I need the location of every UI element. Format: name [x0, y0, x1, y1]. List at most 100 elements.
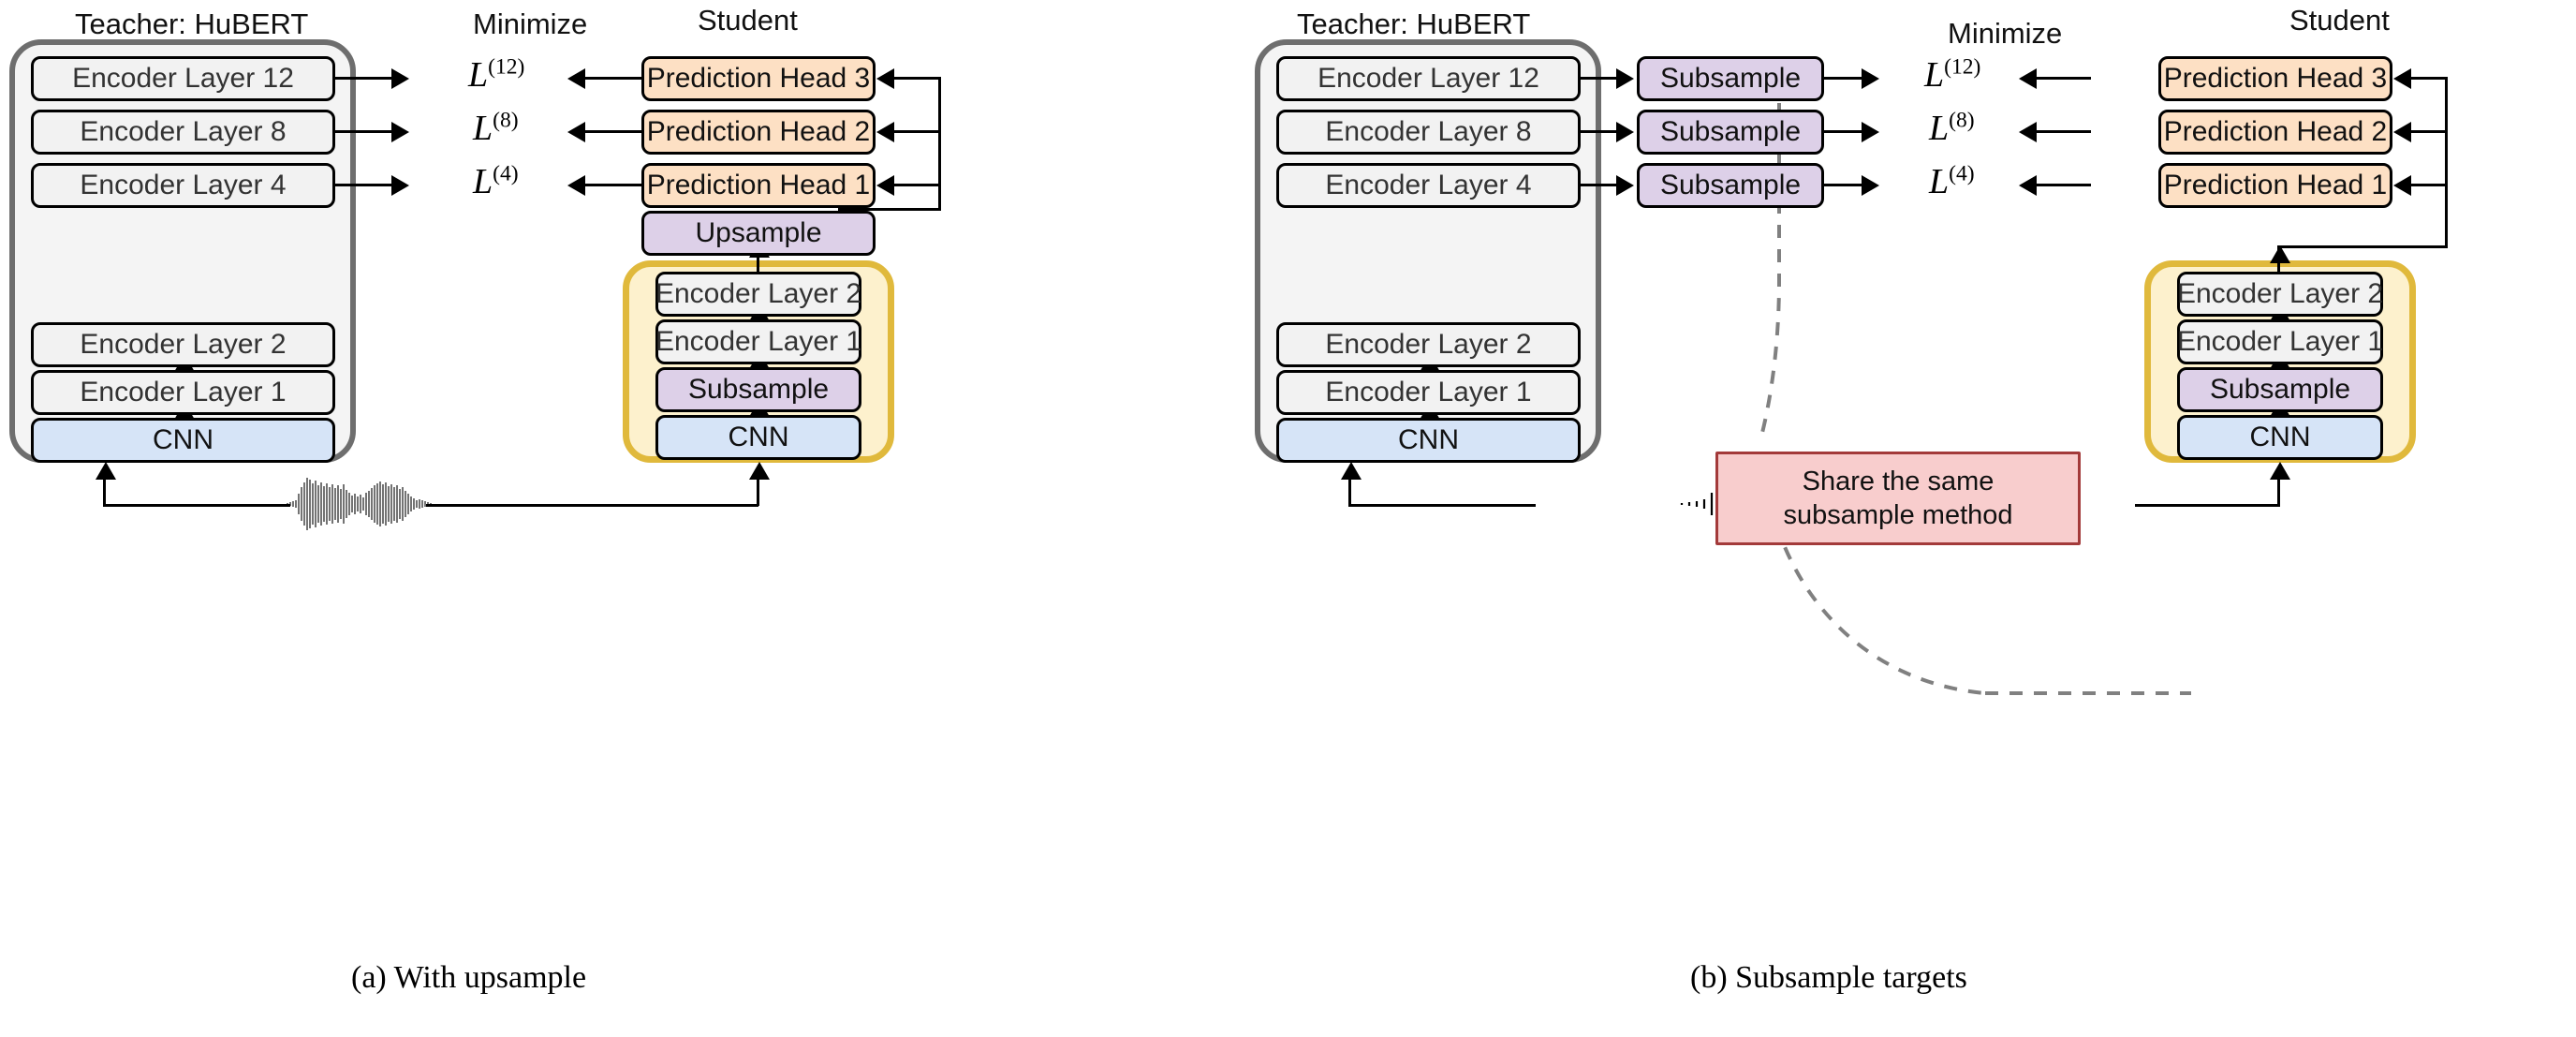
panel-b-loss-12: L(12) — [1924, 54, 1980, 96]
panel-b-loss-4-base: L — [1929, 162, 1950, 201]
panel-b-loss-4-sup: (4) — [1949, 161, 1975, 186]
panel-b-input-line-right — [2135, 504, 2280, 507]
panel-b-input-arrow-right — [2270, 462, 2290, 480]
panel-a-head-arrow-head-1 — [567, 175, 585, 196]
panel-a-feedback-top — [838, 208, 941, 211]
panel-b-head-arrow-line-1 — [2037, 184, 2091, 186]
panel-b-student-arrow-stem-up — [2277, 260, 2280, 277]
panel-a-student-subsample[interactable]: Subsample — [655, 367, 861, 412]
panel-a-teacher-layer-4[interactable]: Encoder Layer 4 — [31, 163, 335, 208]
panel-a-head-arrow-line-3 — [585, 77, 641, 80]
panel-a-loss-arrow-head-12 — [391, 68, 409, 89]
panel-a-head-arrow-line-1 — [585, 184, 641, 186]
panel-b-subsample-12[interactable]: Subsample — [1637, 56, 1824, 101]
panel-b-input-riser-right — [2277, 478, 2280, 506]
panel-a-teacher-cnn[interactable]: CNN — [31, 418, 335, 463]
panel-a-prediction-head-2[interactable]: Prediction Head 2 — [641, 110, 876, 155]
panel-a-feedback-arrow-1 — [876, 175, 894, 196]
panel-a-input-arrow-right — [749, 462, 770, 480]
panel-a-loss-arrow-head-8 — [391, 122, 409, 142]
panel-b-loss-arrow-head-12 — [1862, 68, 1879, 89]
panel-b-feedback-arrow-1 — [2393, 175, 2411, 196]
panel-b-subsample-4[interactable]: Subsample — [1637, 163, 1824, 208]
panel-a-head-arrow-head-3 — [567, 68, 585, 89]
panel-b-student-cnn[interactable]: CNN — [2177, 415, 2383, 460]
dashed-link-lower — [1774, 524, 1986, 695]
panel-b-teacher-layer-2[interactable]: Encoder Layer 2 — [1276, 322, 1581, 367]
panel-a-minimize-title: Minimize — [473, 7, 588, 40]
panel-b-student-subsample[interactable]: Subsample — [2177, 367, 2383, 412]
panel-b-note-line-2: subsample method — [1783, 500, 2013, 530]
panel-b-sub-in-line-8 — [1581, 130, 1618, 133]
panel-b-head-arrow-head-3 — [2019, 68, 2037, 89]
panel-a-loss-8: L(8) — [473, 108, 519, 149]
panel-b-student-layer-1[interactable]: Encoder Layer 1 — [2177, 319, 2383, 364]
panel-b-head-arrow-line-2 — [2037, 130, 2091, 133]
panel-b-head-arrow-head-1 — [2019, 175, 2037, 196]
panel-a-feedback-branch-1 — [894, 184, 941, 186]
panel-b-input-arrow-left — [1341, 462, 1362, 480]
panel-b-prediction-head-1[interactable]: Prediction Head 1 — [2158, 163, 2392, 208]
panel-b-feedback-branch-3 — [2411, 77, 2448, 80]
panel-b-teacher-layer-12[interactable]: Encoder Layer 12 — [1276, 56, 1581, 101]
panel-b-teacher-layer-1[interactable]: Encoder Layer 1 — [1276, 370, 1581, 415]
panel-b-feedback-arrow-3 — [2393, 68, 2411, 89]
panel-b-prediction-head-2[interactable]: Prediction Head 2 — [2158, 110, 2392, 155]
panel-b-loss-8-base: L — [1929, 109, 1950, 148]
panel-b-prediction-head-3[interactable]: Prediction Head 3 — [2158, 56, 2392, 101]
panel-b-loss-8-sup: (8) — [1949, 108, 1975, 133]
panel-a-student-cnn[interactable]: CNN — [655, 415, 861, 460]
panel-b-loss-12-sup: (12) — [1944, 54, 1981, 80]
panel-b-loss-12-base: L — [1924, 55, 1945, 95]
panel-a-upsample[interactable]: Upsample — [641, 211, 876, 256]
panel-a-student-layer-1[interactable]: Encoder Layer 1 — [655, 319, 861, 364]
panel-b-input-riser-left — [1348, 478, 1351, 506]
panel-a-student-layer-2[interactable]: Encoder Layer 2 — [655, 272, 861, 317]
panel-a-loss-8-sup: (8) — [493, 108, 519, 133]
panel-b-loss-8: L(8) — [1929, 108, 1975, 149]
panel-a-loss-12-base: L — [468, 55, 489, 95]
panel-a-prediction-head-3[interactable]: Prediction Head 3 — [641, 56, 876, 101]
panel-b-feedback-branch-1 — [2411, 184, 2448, 186]
panel-a-feedback-bus — [938, 77, 941, 210]
panel-a-teacher-layer-12[interactable]: Encoder Layer 12 — [31, 56, 335, 101]
panel-b-subsample-8[interactable]: Subsample — [1637, 110, 1824, 155]
panel-a-feedback-arrow-2 — [876, 122, 894, 142]
panel-b-loss-arrow-line-8 — [1824, 130, 1863, 133]
panel-a-prediction-head-1[interactable]: Prediction Head 1 — [641, 163, 876, 208]
panel-b-loss-arrow-line-12 — [1824, 77, 1863, 80]
panel-b-loss-4: L(4) — [1929, 161, 1975, 202]
panel-b-teacher-layer-4[interactable]: Encoder Layer 4 — [1276, 163, 1581, 208]
panel-a-teacher-layer-1[interactable]: Encoder Layer 1 — [31, 370, 335, 415]
panel-b-loss-arrow-line-4 — [1824, 184, 1863, 186]
panel-a-caption: (a) With upsample — [351, 960, 587, 995]
panel-b-head-arrow-line-3 — [2037, 77, 2091, 80]
panel-b-loss-arrow-head-4 — [1862, 175, 1879, 196]
panel-a-input-line-left — [103, 504, 290, 507]
panel-b-teacher-cnn[interactable]: CNN — [1276, 418, 1581, 463]
panel-a-input-riser-left — [103, 478, 106, 506]
panel-a-input-riser-right — [757, 478, 759, 506]
panel-b-sub-in-arrow-4 — [1616, 175, 1634, 196]
panel-a-feedback-arrow-3 — [876, 68, 894, 89]
panel-b-minimize-title: Minimize — [1948, 17, 2063, 50]
panel-a-teacher-layer-8[interactable]: Encoder Layer 8 — [31, 110, 335, 155]
panel-b-loss-arrow-head-8 — [1862, 122, 1879, 142]
panel-b-student-layer-2[interactable]: Encoder Layer 2 — [2177, 272, 2383, 317]
panel-a-loss-12: L(12) — [468, 54, 524, 96]
panel-b-sub-in-line-12 — [1581, 77, 1618, 80]
panel-b-head-arrow-head-2 — [2019, 122, 2037, 142]
panel-b-teacher-layer-8[interactable]: Encoder Layer 8 — [1276, 110, 1581, 155]
panel-b-note-box: Share the same subsample method — [1715, 452, 2081, 545]
panel-a-teacher-layer-2[interactable]: Encoder Layer 2 — [31, 322, 335, 367]
panel-a-input-arrow-left — [96, 462, 116, 480]
panel-b-input-line-left — [1348, 504, 1536, 507]
panel-a-input-line-right — [426, 504, 758, 507]
panel-a-head-arrow-line-2 — [585, 130, 641, 133]
panel-a-loss-arrow-line-12 — [335, 77, 393, 80]
panel-a-student-arrow-stem-up — [757, 256, 759, 276]
panel-a-teacher-title: Teacher: HuBERT — [75, 7, 309, 40]
panel-a-student-title: Student — [698, 4, 798, 37]
panel-b-feedback-bottom — [2277, 245, 2448, 248]
